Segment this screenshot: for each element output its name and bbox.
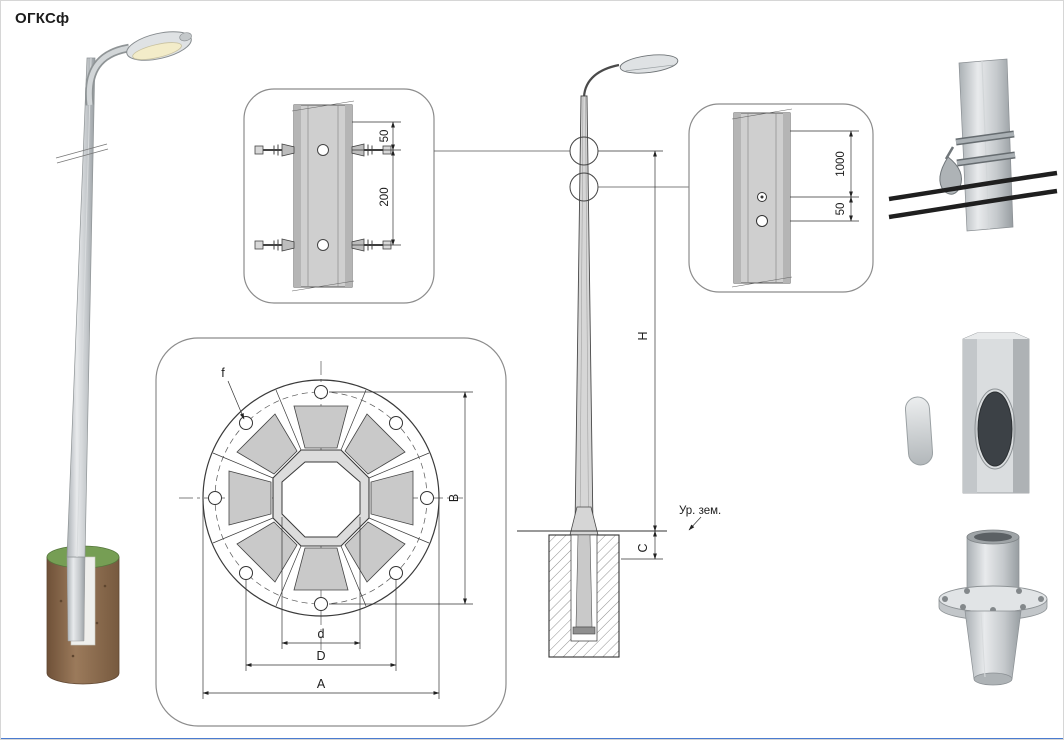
break-mark — [731, 276, 793, 288]
stub-opening — [974, 532, 1012, 542]
skirt-bottom — [973, 672, 1013, 686]
pole-octagon-inner — [281, 461, 361, 538]
foundation-section — [548, 534, 620, 658]
flange-bolts-3d — [942, 588, 1044, 613]
flange-bolt-holes — [208, 385, 434, 611]
pole-shaft-3d — [66, 57, 96, 558]
lamp-glass — [132, 42, 182, 60]
flange-base-render — [938, 529, 1048, 686]
dim-200-group: 200 — [352, 149, 401, 246]
bracket-arm-elevation — [582, 63, 620, 98]
flange-plan-callout: f B d D A — [155, 337, 507, 727]
dim-d-label: d — [318, 627, 325, 641]
break-mark — [731, 108, 793, 120]
pole-3d-render — [46, 31, 192, 685]
base-plate — [572, 626, 596, 635]
cable-lower — [888, 188, 1058, 220]
dim-50-label: 50 — [379, 130, 391, 143]
dim-H-group: H — [598, 150, 663, 532]
facet-right — [1013, 339, 1029, 493]
dim-D-label: D — [316, 649, 325, 663]
clamp-detail-callout: 50 200 — [243, 88, 435, 304]
dim-f-label: f — [221, 366, 225, 380]
luminaire-elevation — [619, 54, 679, 74]
dim-50-group: 50 — [352, 121, 401, 151]
dim-1000-label: 1000 — [835, 151, 847, 177]
dim-C-group: C — [621, 530, 663, 560]
pole-facet-shade — [734, 113, 741, 283]
band-clamp-bolt — [254, 143, 295, 157]
pole-shaft-elevation — [574, 95, 594, 530]
dim-H-label: H — [636, 331, 650, 340]
facet-left — [963, 339, 977, 493]
pole-facet-highlight — [76, 57, 92, 558]
foundation-3d — [46, 545, 120, 685]
product-code-title: ОГКСф — [15, 10, 69, 27]
cable-clamp-render — [888, 58, 1058, 232]
dead-end-clamp-wedge — [939, 156, 962, 195]
pole-facet-shade — [294, 105, 301, 287]
dim-f-group: f — [221, 366, 245, 420]
mount-hole — [317, 144, 329, 156]
dim-50b-label: 50 — [835, 203, 847, 216]
cable-upper — [888, 170, 1058, 202]
dim-200-label: 200 — [379, 187, 391, 206]
break-mark — [56, 148, 109, 164]
ground-level-note: Ур. зем. — [679, 505, 721, 531]
dim-1000-group: 1000 — [790, 130, 859, 198]
bracket-arm-highlight — [86, 45, 130, 106]
cable-hole — [756, 215, 768, 227]
ground-level-label: Ур. зем. — [679, 505, 721, 517]
dim-d-group: d — [281, 517, 361, 649]
pole-top-face — [963, 333, 1029, 339]
hole-detail-callout: 1000 50 — [688, 103, 874, 293]
mount-hole — [317, 239, 329, 251]
clamp-link — [944, 146, 955, 160]
dim-B-label: B — [447, 494, 461, 502]
pole-elevation: Ур. зем. H C — [434, 54, 721, 658]
break-mark — [291, 100, 355, 112]
sector-lines — [212, 389, 430, 607]
hand-hole-cover — [904, 396, 934, 466]
pole-facet-shade — [345, 105, 352, 287]
luminaire-3d — [126, 31, 192, 61]
dim-C-label: C — [636, 543, 650, 552]
hand-hole-rim — [974, 388, 1016, 470]
hand-hole-opening — [977, 391, 1013, 467]
band-clamp-bolt — [254, 238, 295, 252]
pole-embedded-part — [66, 556, 86, 642]
dim-50b-group: 50 — [790, 196, 859, 222]
hand-hole-render — [904, 332, 1030, 494]
pole-facet-shade — [783, 113, 790, 283]
break-mark — [291, 280, 355, 292]
break-mark — [55, 143, 108, 159]
pole-section — [293, 104, 353, 288]
dim-B-group: B — [329, 391, 473, 605]
flange-outer-circle — [202, 379, 440, 617]
dim-A-group: A — [202, 501, 440, 699]
dim-D-group: D — [245, 580, 397, 671]
window-bottom-edge — [1, 738, 1063, 739]
dim-A-label: A — [317, 677, 326, 691]
foundation-sleeve-skirt — [964, 610, 1022, 680]
embedded-pole-section — [575, 534, 593, 628]
